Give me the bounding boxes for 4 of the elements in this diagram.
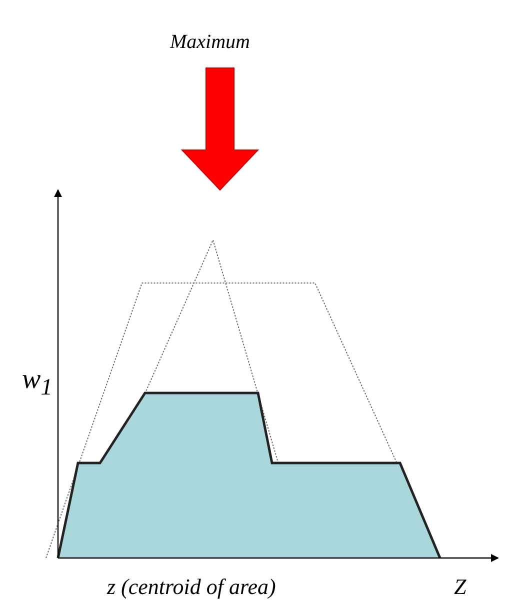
axis-label: w$_{1}$ bbox=[22, 366, 52, 400]
heading-text: Maximum bbox=[170, 32, 250, 52]
axis-label: z (centroid of area) bbox=[107, 576, 276, 598]
axis-label: Z bbox=[454, 576, 466, 598]
